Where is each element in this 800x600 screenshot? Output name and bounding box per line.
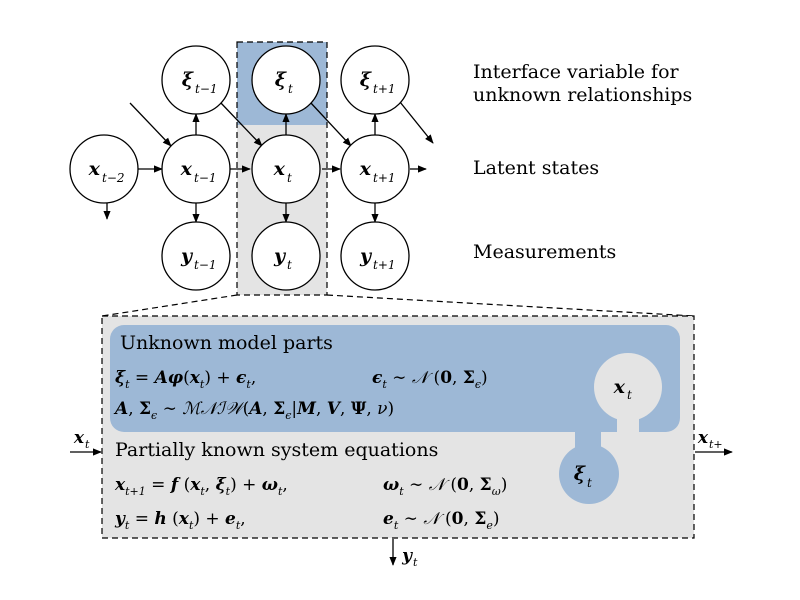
edge-in-xtm1 <box>129 102 172 147</box>
edge-xitm1-xt <box>219 101 263 147</box>
node-label: x <box>273 158 286 180</box>
node-x-t: x t <box>251 134 321 204</box>
legend-latent-states: Latent states <box>473 157 599 179</box>
equation-omega: ωt ∼ 𝒩 (0, Σω) <box>383 475 507 498</box>
equation-xi: ξt = Aφ(xt) + ϵt, <box>115 368 256 391</box>
node-subscript: t <box>287 258 292 272</box>
slice-dashed-border <box>236 41 328 296</box>
partially-known-title: Partially known system equations <box>115 439 438 461</box>
x-bubble-subscript: t <box>627 388 632 402</box>
node-xi-tp1: ξ t+1 <box>340 45 410 115</box>
node-subscript: t <box>288 82 293 96</box>
node-subscript: t <box>287 171 292 185</box>
node-subscript: t+1 <box>373 82 396 96</box>
unknown-model-parts-title: Unknown model parts <box>120 332 333 354</box>
equation-epsilon: ϵt ∼ 𝒩 (0, Σϵ) <box>372 368 488 391</box>
input-subscript: t <box>85 438 90 451</box>
xi-bubble-label: ξ <box>574 463 587 485</box>
xi-bubble-subscript: t <box>587 476 592 490</box>
equation-noise: et ∼ 𝒩 (0, Σe) <box>383 509 500 532</box>
zoom-line-left <box>101 294 238 317</box>
xi-bubble <box>559 444 619 504</box>
node-y-t: y t <box>251 221 321 291</box>
graph-edges <box>103 101 434 223</box>
equation-measurement: yt = h (xt) + et, <box>114 509 246 532</box>
equation-prior: A, Σϵ ∼ ℳ𝒩ℐ𝒲(A, Σϵ|M, V, Ψ, ν) <box>113 399 394 422</box>
edge-xit-xtp1 <box>309 101 352 147</box>
node-subscript: t−1 <box>194 258 217 272</box>
output-subscript: t+ <box>709 438 723 451</box>
node-xi-tm1: ξ t−1 <box>161 45 231 115</box>
x-bubble <box>594 353 662 421</box>
input-label: x <box>73 428 85 448</box>
node-label: x <box>88 158 101 180</box>
measurement-label: y <box>401 546 413 566</box>
node-x-tp1: x t+1 <box>340 134 410 204</box>
node-x-tm2: x t−2 <box>69 134 139 204</box>
node-label: y <box>273 245 287 267</box>
legend-measurements: Measurements <box>473 241 616 263</box>
node-label: x <box>180 158 193 180</box>
node-label: ξ <box>360 69 373 91</box>
edge-xitp1-out <box>399 101 434 144</box>
equation-transition: xt+1 = f (xt, ξt) + ωt, <box>114 475 288 498</box>
node-label: x <box>359 158 372 180</box>
node-subscript: t−2 <box>102 171 125 185</box>
node-y-tp1: y t+1 <box>340 221 410 291</box>
node-subscript: t−1 <box>195 82 218 96</box>
node-subscript: t+1 <box>373 258 396 272</box>
measurement-subscript: t <box>413 556 418 569</box>
output-label: x <box>697 428 709 448</box>
node-subscript: t+1 <box>373 171 396 185</box>
node-y-tm1: y t−1 <box>161 221 231 291</box>
legend-interface-line2: unknown relationships <box>473 84 692 106</box>
node-label: y <box>359 245 373 267</box>
node-subscript: t−1 <box>194 171 217 185</box>
node-label: ξ <box>275 69 288 91</box>
x-bubble-label: x <box>613 376 626 398</box>
node-label: y <box>180 245 194 267</box>
node-xi-t: ξ t <box>251 45 321 115</box>
legend-interface-line1: Interface variable for <box>473 61 680 83</box>
node-label: ξ <box>182 69 195 91</box>
unknown-parts-panel <box>110 325 680 432</box>
node-x-tm1: x t−1 <box>161 134 231 204</box>
zoom-line-right <box>326 294 695 317</box>
